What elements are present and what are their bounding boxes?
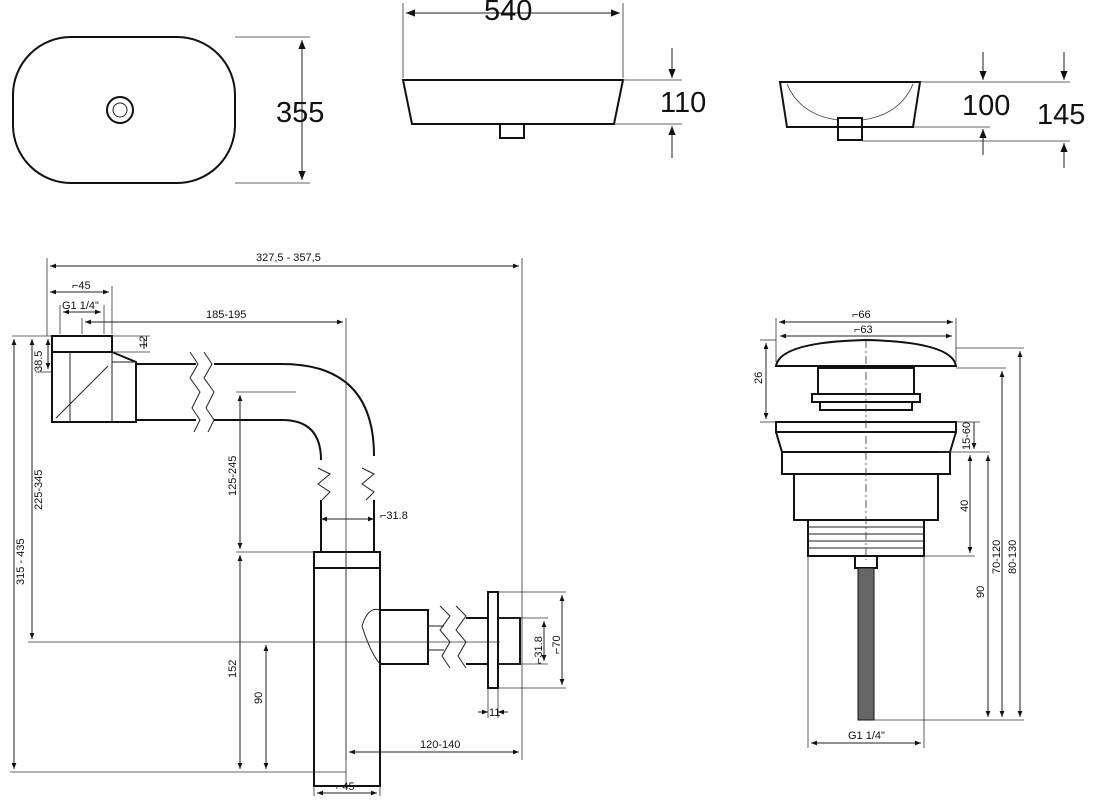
siphon-dim-125: 125-245 (227, 456, 239, 496)
siphon-body (313, 567, 381, 787)
drain-dim-1560: 15-60 (961, 422, 973, 450)
siphon-drawing: 327,5 - 357,5 ⌐45 G1 1/4" 185-195 12 38.… (10, 252, 566, 796)
siphon-diam-70: ⌐70 (551, 635, 563, 654)
drain-dim-80130: 80-130 (1007, 540, 1019, 574)
basin-top-view: 355 (12, 36, 324, 184)
siphon-diam45-bottom: ⌐45 (336, 781, 355, 793)
siphon-outlet-flange (487, 591, 499, 689)
siphon-body-cap (313, 551, 381, 569)
drain-hole-inner (112, 102, 128, 118)
siphon-outlet-spigot (497, 617, 521, 665)
dim-355-label: 355 (276, 97, 324, 129)
siphon-dim-152: 152 (227, 660, 239, 678)
siphon-horiz-185: 185-195 (206, 309, 246, 321)
siphon-dim-90: 90 (253, 692, 265, 704)
siphon-diam-318-pipe: ⌐31.8 (380, 510, 408, 522)
basin-front-outline (401, 79, 625, 125)
siphon-dim-11: 11 (489, 707, 500, 719)
drain-dim-26: 26 (753, 372, 765, 384)
basin-side-drain (837, 117, 863, 141)
siphon-horiz-120: 120-140 (420, 739, 460, 751)
siphon-diam-318-outlet: ⌐31.8 (533, 636, 545, 664)
siphon-thread-top: G1 1/4" (62, 300, 99, 312)
siphon-dim-225: 225-345 (33, 470, 45, 510)
basin-front-drain (499, 123, 525, 139)
dim-100-label: 100 (962, 90, 1010, 122)
siphon-overall-width: 327,5 - 357,5 (256, 252, 321, 264)
drain-diam-66: ⌐66 (852, 309, 871, 321)
basin-outline (12, 36, 236, 184)
siphon-dim-315: 315 - 435 (15, 539, 27, 585)
drain-threaded-rod (857, 567, 875, 721)
siphon-dim-385: 38.5 (33, 351, 45, 372)
basin-front-view: 540 110 (401, 0, 706, 158)
siphon-inlet-nut (51, 335, 113, 353)
drain-diam-63: ⌐63 (854, 324, 873, 336)
drain-dim-40: 40 (959, 500, 971, 512)
basin-side-view: 100 145 (778, 52, 1085, 168)
drain-drawing: ⌐66 ⌐63 26 15-60 40 90 70-120 80-130 G1 … (753, 309, 1024, 748)
dim-540-label: 540 (484, 0, 532, 27)
drain-dim-90: 90 (975, 586, 987, 598)
siphon-dim-12: 12 (138, 336, 150, 348)
drain-hole-outer (106, 96, 134, 124)
drain-dim-70120: 70-120 (991, 540, 1003, 574)
siphon-diam45-top: ⌐45 (72, 280, 91, 292)
drain-thread-label: G1 1/4" (848, 730, 885, 742)
dim-110-label: 110 (660, 87, 706, 119)
dim-145-label: 145 (1037, 99, 1085, 131)
